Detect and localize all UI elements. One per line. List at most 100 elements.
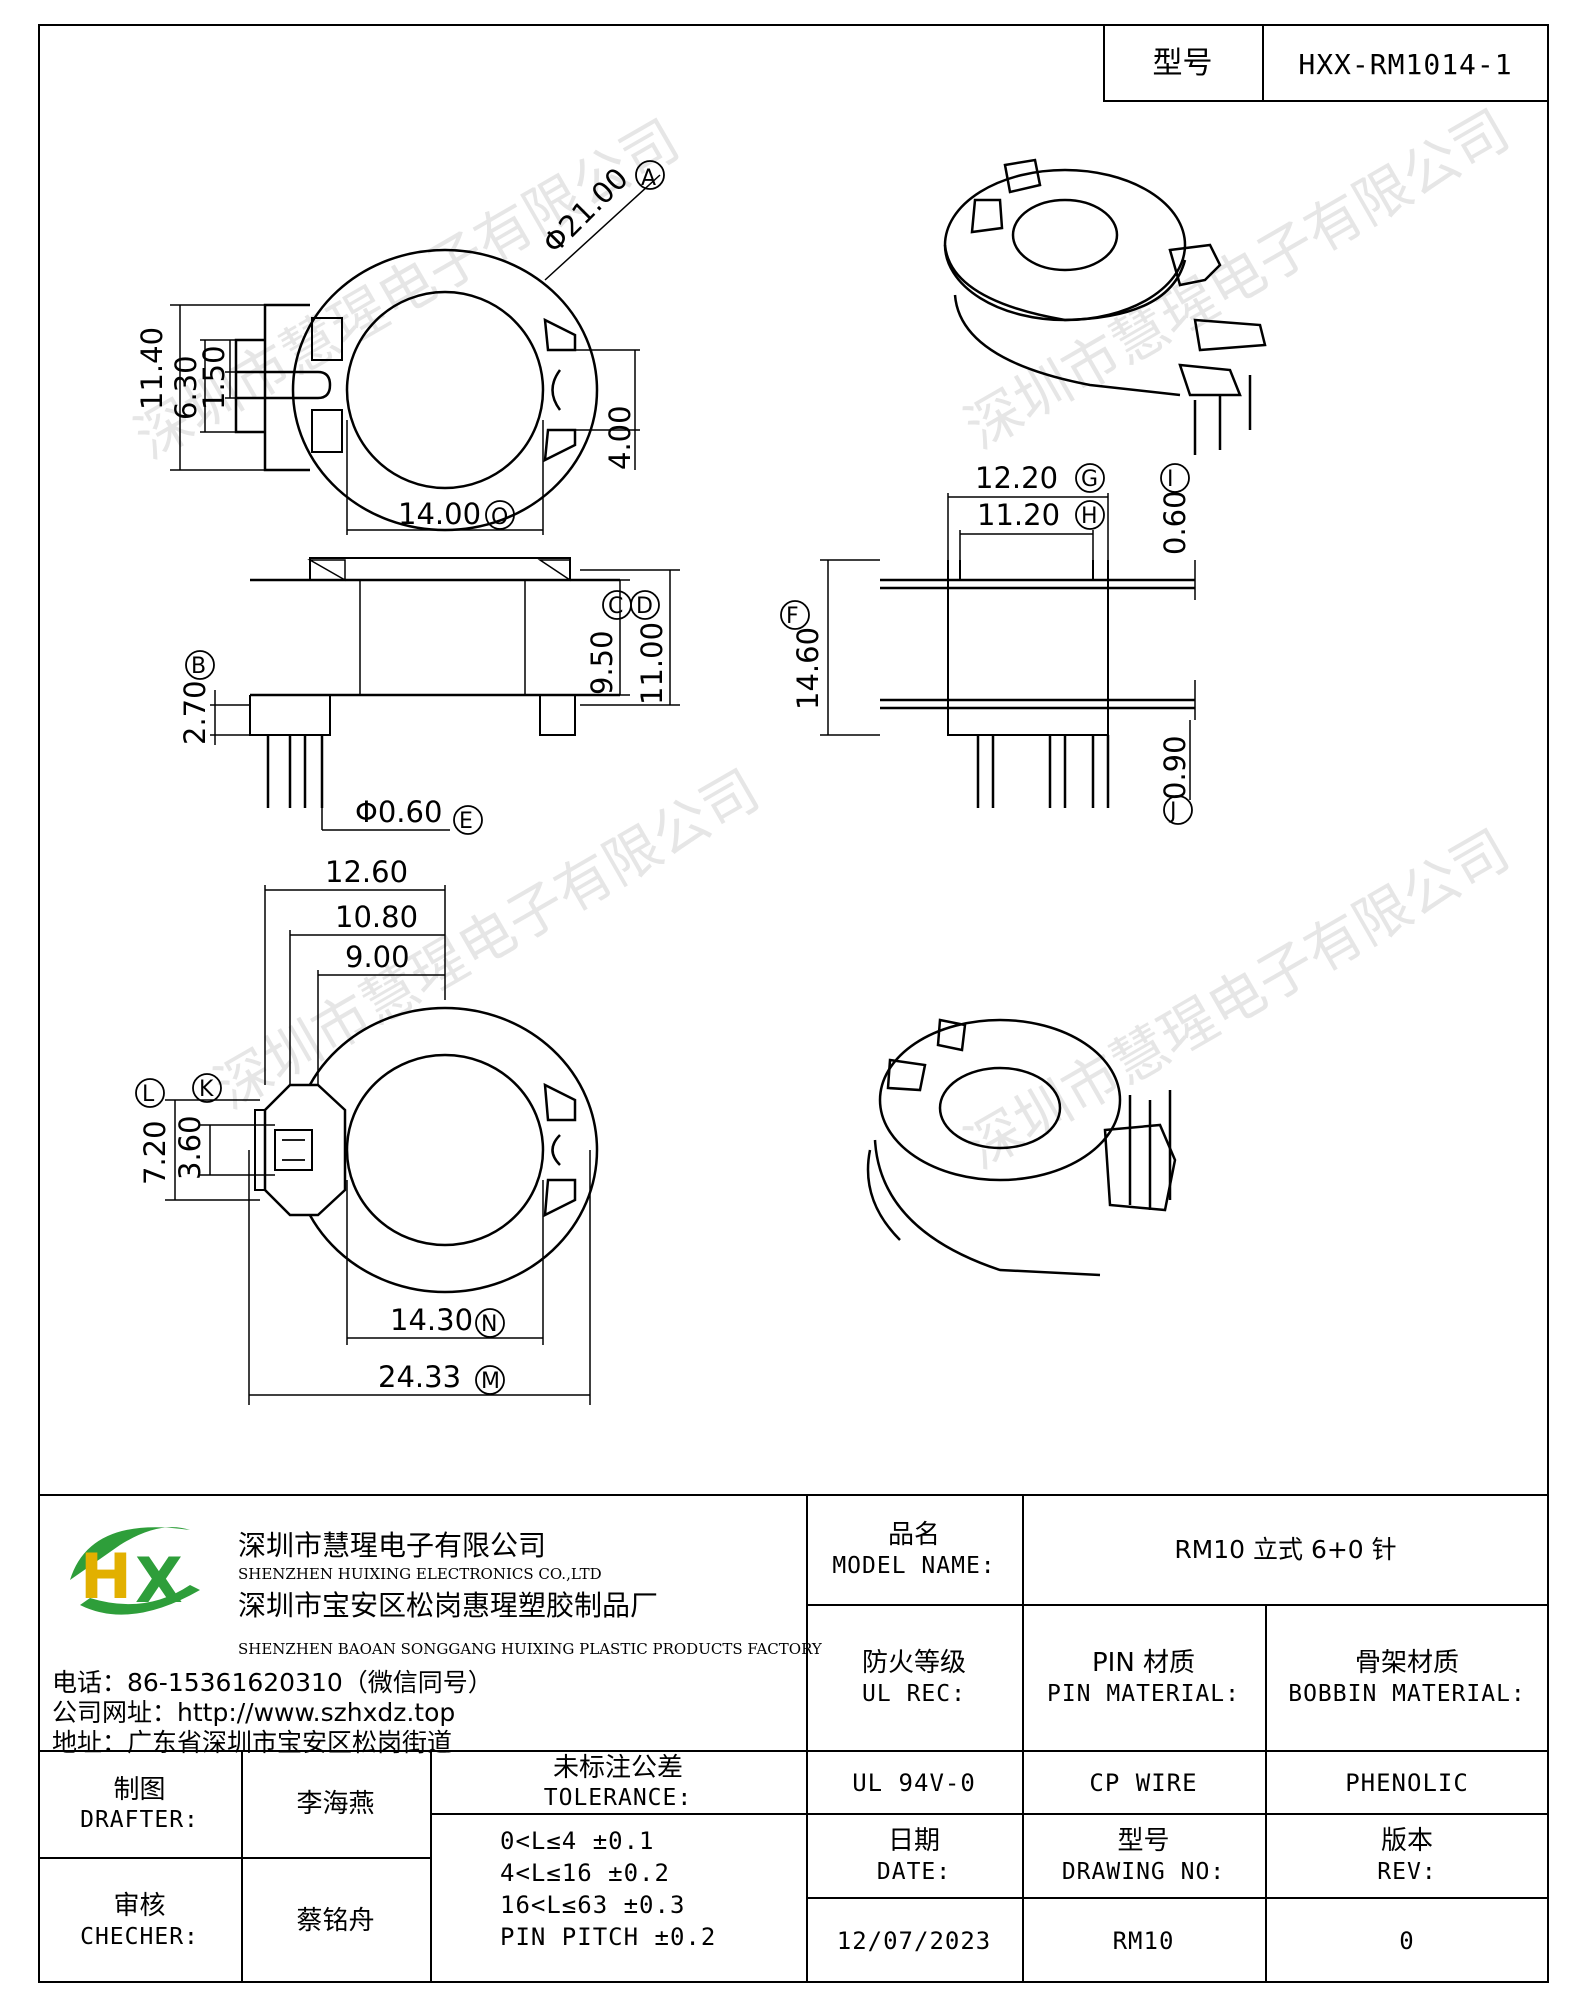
tb-h-1 xyxy=(806,1604,1549,1606)
drawing-cn: 型号 xyxy=(1117,1826,1170,1857)
dim-bottom-k: 3.60 xyxy=(173,1115,207,1180)
ref-l: L xyxy=(142,1082,155,1107)
ul-label: 防火等级 UL REC: xyxy=(806,1606,1022,1750)
rev-label: 版本 REV: xyxy=(1265,1815,1549,1897)
dim-front-g: 12.20 xyxy=(975,461,1058,495)
company-address: 地址：广东省深圳市宝安区松岗街道 xyxy=(52,1728,453,1757)
rev-en: REV: xyxy=(1377,1858,1437,1885)
model-name-en: MODEL NAME: xyxy=(832,1552,996,1579)
checker-cn: 审核 xyxy=(113,1891,166,1922)
tb-v-company xyxy=(806,1494,808,1983)
tolerance-row: 0<L≤4 ±0.1 xyxy=(500,1827,655,1855)
pin-cn: PIN 材质 xyxy=(1091,1648,1196,1679)
ul-value: UL 94V-0 xyxy=(852,1768,976,1797)
ul-cn: 防火等级 xyxy=(861,1648,966,1679)
company-phone: 电话：86-15361620310（微信同号） xyxy=(52,1668,493,1697)
model-name-value: RM10 立式 6+0 针 xyxy=(1174,1535,1397,1565)
dim-bottom-w1: 12.60 xyxy=(325,855,408,889)
dim-front-f: 14.60 xyxy=(791,627,825,710)
dim-top-slot: 4.00 xyxy=(603,405,637,470)
front-view xyxy=(780,463,1196,825)
ref-h: H xyxy=(1081,504,1098,529)
dim-bottom-l: 7.20 xyxy=(138,1120,172,1185)
pin-en: PIN MATERIAL: xyxy=(1046,1680,1240,1707)
tb-v-col3 xyxy=(1265,1604,1267,1983)
dim-side-b: 2.70 xyxy=(178,680,212,745)
drafter-cn: 制图 xyxy=(113,1774,166,1805)
ref-a: A xyxy=(641,166,656,191)
ref-f: F xyxy=(786,604,799,629)
dim-top-h1: 11.40 xyxy=(135,327,169,410)
ref-i: I xyxy=(1167,467,1174,492)
factory-name-cn: 深圳市宝安区松岗惠瑆塑胶制品厂 xyxy=(238,1589,659,1622)
date-cn: 日期 xyxy=(887,1826,940,1857)
bobbin-value: PHENOLIC xyxy=(1345,1768,1469,1797)
technical-drawing: 深圳市慧瑆电子有限公司 深圳市慧瑆电子有限公司 深圳市慧瑆电子有限公司 深圳市慧… xyxy=(125,98,1521,1405)
dim-top-h2: 6.30 xyxy=(169,355,203,420)
dim-front-j: 0.90 xyxy=(1158,735,1192,800)
dim-side-d: 11.00 xyxy=(635,622,669,705)
ref-n: N xyxy=(481,1312,497,1337)
drawing-frame xyxy=(38,24,1549,1983)
ref-k: K xyxy=(199,1077,214,1102)
drawing-no-label: 型号 DRAWING NO: xyxy=(1022,1815,1265,1897)
bobbin-en: BOBBIN MATERIAL: xyxy=(1288,1680,1526,1707)
bobbin-cn: 骨架材质 xyxy=(1354,1648,1459,1679)
checker-label: 审核 CHECHER: xyxy=(38,1859,241,1983)
ref-m: M xyxy=(481,1369,500,1394)
ref-e: E xyxy=(459,809,473,834)
tb-h-4 xyxy=(806,1897,1549,1899)
drafter-en: DRAFTER: xyxy=(80,1807,199,1834)
date-value: 12/07/2023 xyxy=(836,1927,992,1955)
drafter-label: 制图 DRAFTER: xyxy=(38,1752,241,1857)
watermark-2: 深圳市慧瑆电子有限公司 xyxy=(955,98,1521,462)
dim-bottom-n: 14.30 xyxy=(390,1303,473,1337)
tolerance-row: 16<L≤63 ±0.3 xyxy=(500,1891,686,1919)
date-en: DATE: xyxy=(876,1858,952,1885)
date-label: 日期 DATE: xyxy=(806,1815,1022,1897)
ref-d: D xyxy=(636,594,653,619)
model-name-label: 品名 MODEL NAME: xyxy=(806,1496,1022,1604)
pin-material-label: PIN 材质 PIN MATERIAL: xyxy=(1022,1606,1265,1750)
bobbin-material-label: 骨架材质 BOBBIN MATERIAL: xyxy=(1265,1606,1549,1750)
rev-cn: 版本 xyxy=(1380,1826,1433,1857)
rev-value: 0 xyxy=(1399,1927,1415,1955)
tb-h-3 xyxy=(430,1813,1549,1815)
dim-bottom-w2: 10.80 xyxy=(335,900,418,934)
tolerance-label: 未标注公差 TOLERANCE: xyxy=(430,1752,806,1813)
dim-front-h: 11.20 xyxy=(977,498,1060,532)
isometric-view-top xyxy=(943,158,1267,455)
side-view xyxy=(185,557,680,835)
checker-name: 蔡铭舟 xyxy=(296,1905,375,1936)
drawing-no-value: RM10 xyxy=(1112,1927,1175,1955)
tolerance-en: TOLERANCE: xyxy=(543,1785,693,1812)
header-model-box xyxy=(1103,24,1549,102)
tolerance-list: 0<L≤4 ±0.1 4<L≤16 ±0.2 16<L≤63 ±0.3 PIN … xyxy=(500,1825,800,1953)
ref-g: G xyxy=(1081,467,1098,492)
header-model-value: HXX-RM1014-1 xyxy=(1298,47,1513,81)
ref-c: C xyxy=(608,594,623,619)
tb-h-5 xyxy=(38,1857,430,1859)
isometric-view-bottom xyxy=(866,1018,1177,1277)
top-view xyxy=(170,160,665,535)
ref-j: J xyxy=(1168,799,1177,824)
tolerance-cn: 未标注公差 xyxy=(552,1752,683,1783)
tb-v-left1 xyxy=(241,1750,243,1983)
company-website: 公司网址：http://www.szhxdz.top xyxy=(52,1698,456,1727)
tb-v-left2 xyxy=(430,1750,432,1983)
dim-side-c: 9.50 xyxy=(585,630,619,695)
header-divider xyxy=(1262,24,1264,102)
tb-h-2 xyxy=(38,1750,1549,1752)
dim-bottom-m: 24.33 xyxy=(378,1360,461,1394)
logo-x: X xyxy=(135,1544,183,1617)
drawing-en: DRAWING NO: xyxy=(1061,1858,1226,1885)
dim-side-pin: Φ0.60 xyxy=(355,795,442,829)
dim-top-h3: 1.50 xyxy=(197,345,231,410)
logo-h: H xyxy=(80,1540,132,1613)
drafter-name: 李海燕 xyxy=(296,1789,375,1820)
pin-value: CP WIRE xyxy=(1089,1768,1198,1797)
dim-top-inner: 14.00 xyxy=(398,497,481,531)
bottom-view xyxy=(135,885,599,1405)
tolerance-row: 4<L≤16 ±0.2 xyxy=(500,1859,670,1887)
ref-o: O xyxy=(491,505,508,530)
